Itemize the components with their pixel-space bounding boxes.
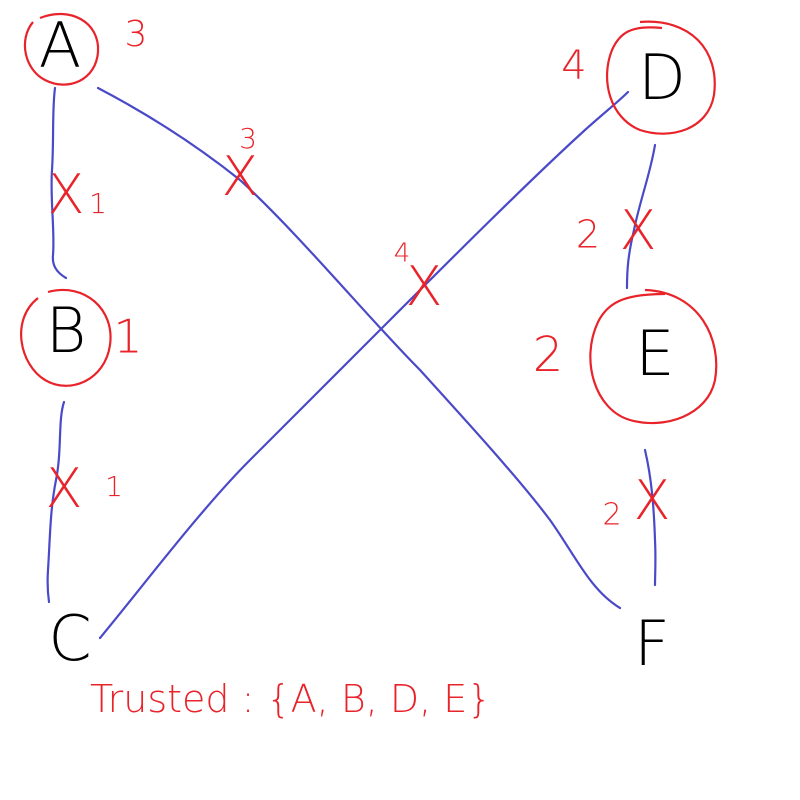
edge-c-d (98, 90, 630, 640)
node-d-value: 4 (561, 43, 586, 89)
node-a-label: A (39, 9, 81, 82)
edge-e-f-weight: 2 (602, 498, 621, 533)
node-d-circle (605, 20, 716, 135)
node-b-value: 1 (113, 310, 142, 364)
edge-d-e (625, 143, 657, 290)
node-e-label: E (635, 317, 674, 390)
edge-d-e-weight: 2 (576, 213, 600, 257)
node-f-label: F (634, 607, 670, 680)
edge-a-b (50, 86, 68, 280)
edge-a-b-weight: 1 (89, 187, 107, 220)
node-b-label: B (46, 294, 87, 367)
node-c-label: C (48, 602, 91, 675)
edge-c-d-weight: 4 (394, 239, 411, 269)
edge-a-f (96, 86, 622, 610)
edge-a-f-weight: 3 (239, 122, 257, 155)
edge-b-c (46, 400, 66, 604)
node-b-circle (20, 289, 112, 387)
edge-d-e-cross: X (620, 199, 657, 262)
trusted-set-label: Trusted : {A, B, D, E} (90, 677, 491, 721)
node-a-value: 3 (125, 14, 148, 55)
node-d-label: D (638, 41, 686, 114)
node-e-circle (589, 288, 718, 425)
edge-a-b-cross: X (48, 163, 85, 226)
node-e-value: 2 (533, 327, 564, 383)
edge-e-f (643, 448, 657, 587)
edge-b-c-weight: 1 (105, 470, 123, 503)
node-a-circle (23, 12, 100, 86)
edge-a-f-cross: X (222, 145, 259, 208)
edge-b-c-cross: X (46, 457, 83, 520)
edge-c-d-cross: X (406, 255, 443, 318)
edge-e-f-cross: X (634, 469, 671, 532)
